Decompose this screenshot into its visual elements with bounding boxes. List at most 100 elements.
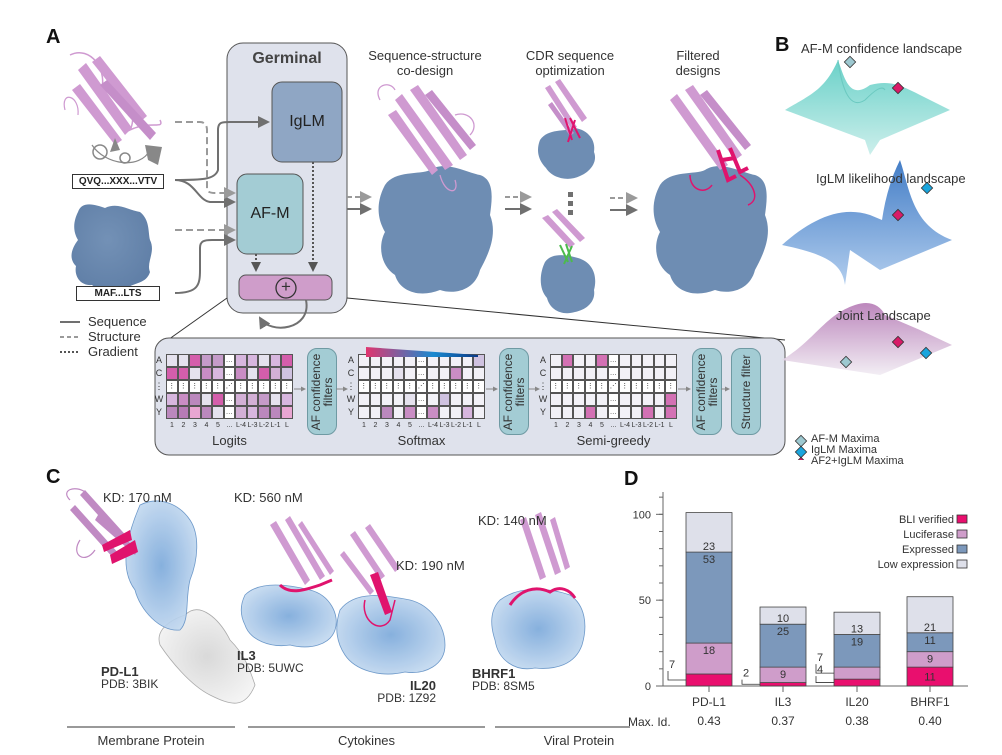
matrix-cell — [427, 406, 439, 419]
segment-value-label: 11 — [924, 635, 935, 647]
segment-value-label: 53 — [703, 554, 715, 566]
matrix-cell — [258, 354, 270, 367]
matrix-cell — [269, 406, 281, 419]
bar-segment — [685, 673, 733, 687]
iglm-box — [271, 81, 343, 163]
matrix-cell: ⋮ — [381, 380, 393, 393]
matrix-cell — [438, 393, 450, 406]
target-sequence-box: MAF...LTS — [76, 286, 160, 301]
row-label: W — [346, 394, 356, 404]
matrix-cell — [177, 393, 189, 406]
matrix-cell: ⋮ — [619, 380, 631, 393]
matrix-cell: ⋰ — [415, 380, 427, 393]
matrix-cell: … — [223, 354, 235, 367]
target-name: IL20 — [409, 678, 436, 693]
matrix-cell — [619, 393, 631, 406]
bar-segment — [759, 623, 807, 668]
category-viral: Viral Protein — [543, 733, 615, 748]
legend-swatch — [956, 529, 968, 539]
matrix-cell — [404, 393, 416, 406]
matrix-cell: ⋮ — [584, 380, 596, 393]
matrix-cell — [630, 367, 642, 380]
matrix-cell: ⋮ — [212, 380, 224, 393]
landscape-title-joint: Joint Landscape — [836, 308, 931, 323]
bhrf1-complex-icon — [491, 512, 586, 670]
matrix-cell — [573, 406, 585, 419]
matrix-cell — [619, 367, 631, 380]
matrix-cell: ⋮ — [258, 380, 270, 393]
matrix-cell — [596, 367, 608, 380]
matrix-cell — [550, 406, 562, 419]
matrix-cell — [358, 354, 370, 367]
matrix-cell — [550, 367, 562, 380]
legend-label: BLI verified — [899, 514, 954, 526]
bar-segment — [833, 634, 881, 668]
row-label: ⋮ — [538, 381, 548, 391]
matrix-cell — [473, 354, 485, 367]
bar-segment — [685, 642, 733, 675]
pipeline-arrows — [294, 347, 730, 392]
matrix-cell — [246, 406, 258, 419]
legend-iglm-icon — [794, 445, 808, 459]
segment-value-label: 21 — [924, 622, 936, 634]
column-label: L — [669, 422, 673, 429]
matrix-cell — [189, 393, 201, 406]
column-label: 1 — [362, 422, 366, 429]
matrix-cell — [404, 367, 416, 380]
matrix-cell — [269, 393, 281, 406]
pdb-id: PDB: 1Z92 — [377, 691, 436, 705]
legend-swatch — [956, 544, 968, 554]
row-label: C — [539, 368, 547, 378]
legend-joint-maxima: AF2+IgLM Maxima — [811, 455, 904, 467]
matrix-cell — [392, 367, 404, 380]
stage-cdr-title: CDR sequence optimization — [505, 48, 635, 78]
matrix-cell: ⋮ — [177, 380, 189, 393]
column-label: L-2 — [258, 422, 270, 429]
afm-box — [236, 173, 304, 255]
matrix-cell — [642, 367, 654, 380]
legend-joint-icon — [794, 456, 808, 460]
cdr-optimization-icon-top — [538, 79, 596, 179]
joint-maxima-marker — [891, 335, 905, 349]
matrix-cell: ⋮ — [404, 380, 416, 393]
matrix-cell — [438, 367, 450, 380]
column-label: L-4 — [427, 422, 439, 429]
matrix-cell — [561, 393, 573, 406]
column-label: 5 — [600, 422, 604, 429]
max-identity-value: 0.38 — [845, 714, 869, 728]
plus-circle-icon — [275, 277, 297, 299]
matrix-cell: ⋮ — [427, 380, 439, 393]
matrix-cell — [642, 354, 654, 367]
legend-label: Luciferase — [903, 529, 954, 541]
codesign-complex-icon — [377, 84, 493, 294]
matrix-cell — [246, 367, 258, 380]
matrix-cell: ⋮ — [189, 380, 201, 393]
panel-label-a: A — [46, 26, 61, 48]
combine-box — [238, 274, 333, 301]
bar-segment — [685, 551, 733, 644]
matrix-cell — [450, 393, 462, 406]
matrix-cell — [450, 367, 462, 380]
matrix-cell: … — [607, 354, 619, 367]
iglm-maxima-marker — [919, 346, 933, 360]
pdb-id: PDB: 5UWC — [237, 661, 304, 675]
stage-title-line: CDR sequence — [525, 48, 615, 63]
matrix-cell: ⋮ — [665, 380, 677, 393]
matrix-cell — [235, 393, 247, 406]
matrix-cell — [369, 393, 381, 406]
il3-complex-icon — [240, 516, 337, 648]
matrix-cell: … — [223, 367, 235, 380]
matrix-cell — [166, 354, 178, 367]
pdl1-kd: KD: 170 nM — [103, 490, 172, 505]
stage-title-line: co-design — [396, 63, 454, 78]
column-label: L-1 — [270, 422, 281, 429]
matrix-cell — [212, 393, 224, 406]
matrix-cell — [177, 367, 189, 380]
il20-label: IL20 PDB: 1Z92 — [376, 679, 436, 705]
panel-b-legend: AF-M Maxima IgLM Maxima AF2+IgLM Maxima — [811, 434, 904, 467]
legend-swatch — [956, 559, 968, 569]
matrix-cell — [461, 406, 473, 419]
matrix-cell — [461, 367, 473, 380]
matrix-cell — [473, 393, 485, 406]
